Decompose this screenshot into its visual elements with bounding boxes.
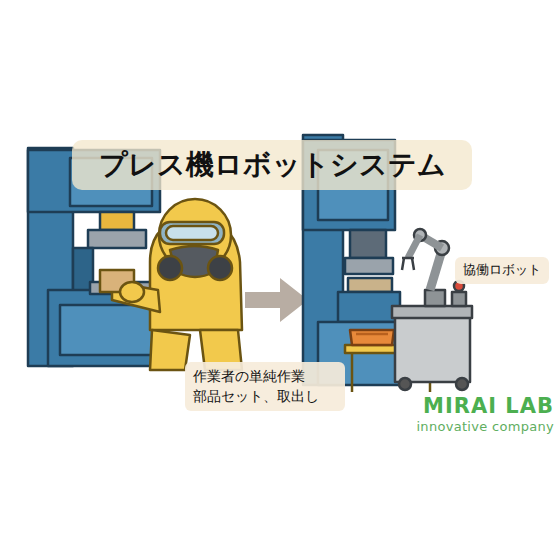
- transition-arrow: [245, 278, 308, 322]
- node-text: 作業者の単純作業 部品セット、取出し: [193, 366, 337, 407]
- worker-hazmat: [100, 199, 242, 370]
- title-text: プレス機ロボットシステム: [88, 146, 456, 184]
- title-banner: プレス機ロボットシステム: [72, 140, 472, 190]
- logo-text: MIRAI LAB: [423, 394, 554, 418]
- callout-box: 作業者の単純作業 部品セット、取出し: [185, 362, 345, 411]
- logo-tagline: innovative company: [416, 419, 554, 434]
- collaborative-robot: [392, 229, 472, 390]
- robot-label-box: 協働ロボット: [455, 257, 549, 284]
- node-text: 協働ロボット: [463, 261, 541, 280]
